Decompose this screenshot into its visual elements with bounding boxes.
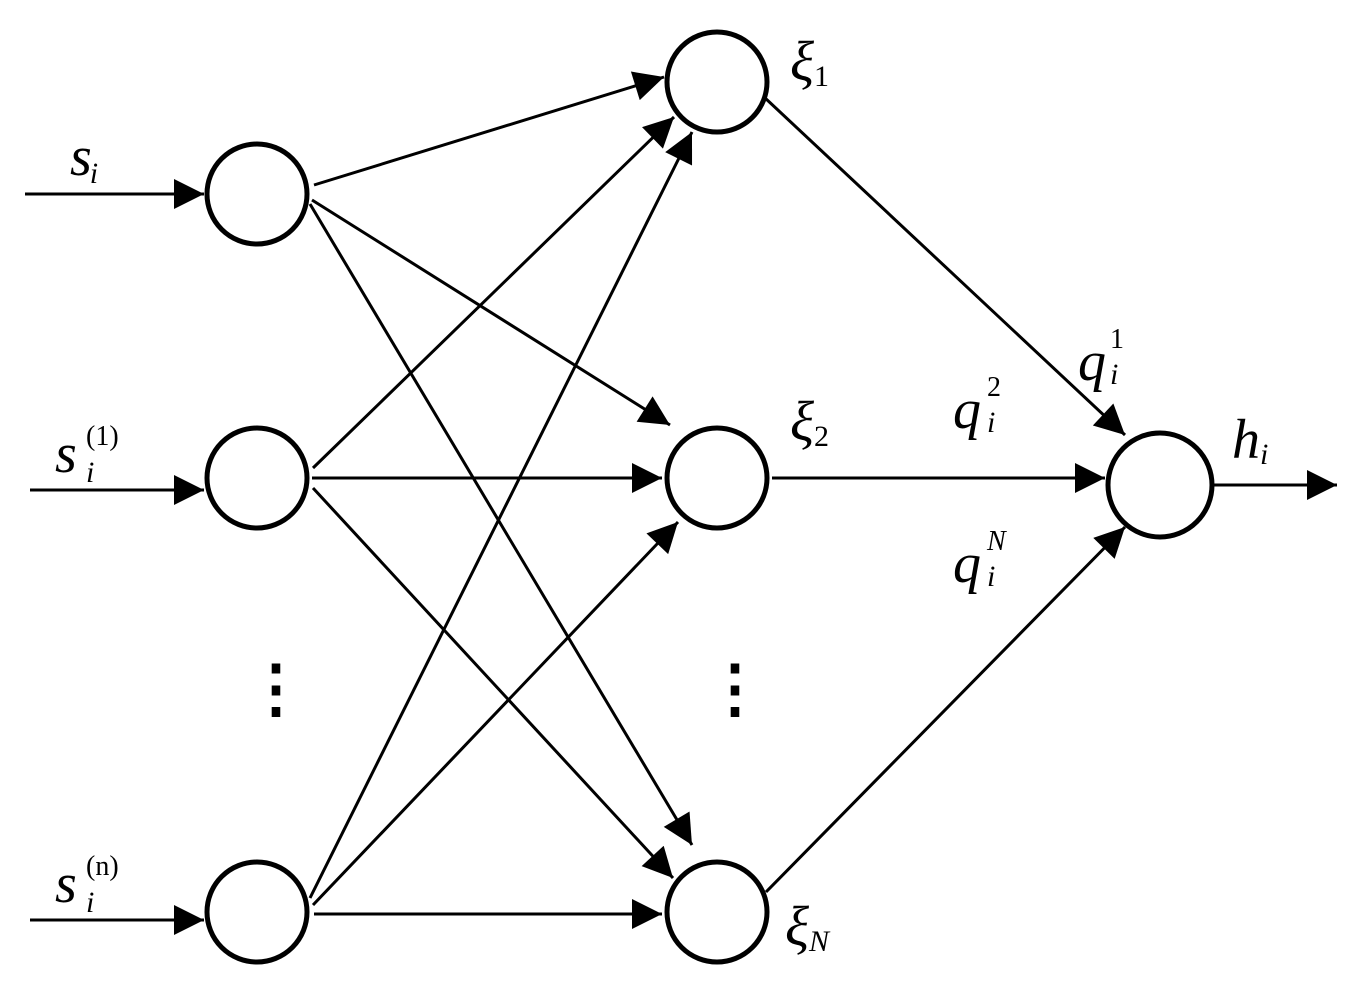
edge-in1-h1: [313, 71, 665, 187]
edge-in1-h2: [311, 198, 671, 427]
hidden-label-2: ξ2: [790, 391, 829, 453]
edge-in3-h1: [308, 131, 694, 899]
input-label-2: s(1)i: [55, 421, 119, 489]
input-node-3: [204, 859, 310, 965]
edge-h1-out: [762, 95, 1127, 437]
hidden-node-1: [664, 29, 770, 135]
edge-in2-hN: [311, 486, 675, 880]
input-layer: [204, 141, 310, 965]
input-ellipsis: ⋮: [244, 653, 308, 724]
edge-in1-hN: [308, 203, 694, 846]
hidden-node-N: [664, 859, 770, 965]
hidden-label-1: ξ1: [790, 31, 829, 93]
output-label: hi: [1232, 409, 1268, 471]
hidden-output-edges: [762, 95, 1127, 894]
input-arrows: [25, 179, 204, 935]
hidden-ellipsis: ⋮: [703, 653, 767, 724]
output-node: [1105, 430, 1215, 540]
input-label-1: si: [70, 126, 98, 190]
input-node-1: [204, 141, 310, 247]
edge-in2-h1: [311, 115, 676, 470]
hidden-layer: [664, 29, 770, 965]
input-node-2: [204, 425, 310, 531]
input-label-3: s(n)i: [55, 851, 119, 919]
edge-in3-h2: [311, 520, 680, 907]
edge-hN-out: [764, 525, 1127, 894]
hidden-node-2: [664, 425, 770, 531]
hidden-label-N: ξN: [785, 896, 831, 958]
input-hidden-edges: [308, 71, 694, 929]
